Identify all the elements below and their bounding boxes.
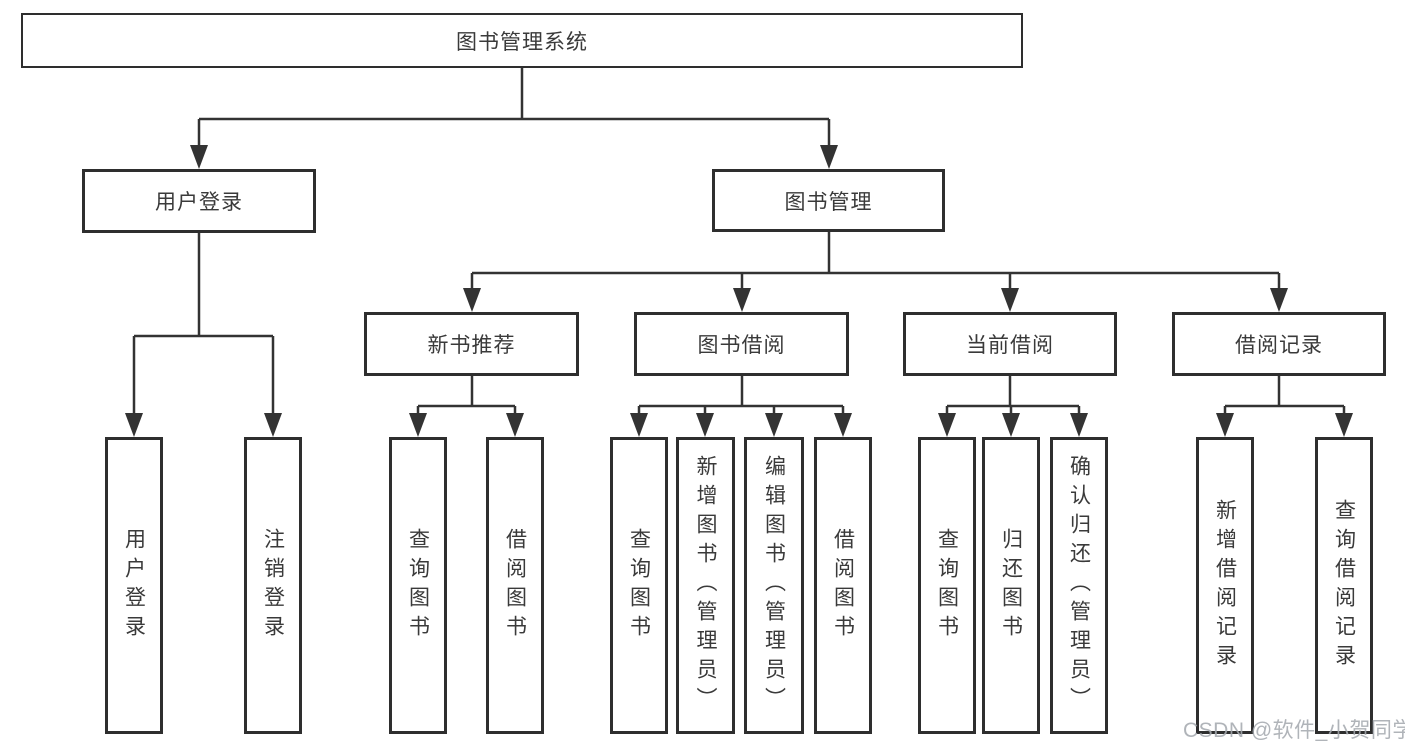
leaf-confirm-return-admin: 确认归还（管理员）: [1050, 437, 1108, 734]
connector-book-management-to-level3: [470, 232, 1281, 289]
node-book-management: 图书管理: [712, 169, 945, 232]
leaf-borrow-books: 借阅图书: [814, 437, 872, 734]
arrow-down-icon: [1002, 413, 1020, 437]
node-borrow-records-label: 借阅记录: [1235, 334, 1323, 357]
leaf-borrow-books-recommend: 借阅图书: [486, 437, 544, 734]
connector-borrow-records-to-children: [1223, 376, 1346, 414]
leaf-query-books-recommend: 查询图书: [389, 437, 447, 734]
arrowheads: [125, 145, 1353, 437]
arrow-down-icon: [1216, 413, 1234, 437]
leaf-logout: 注销登录: [244, 437, 302, 734]
leaf-query-books-borrow: 查询图书: [610, 437, 668, 734]
leaf-query-books-recommend-label: 查询图书: [406, 527, 430, 644]
arrow-down-icon: [1001, 288, 1019, 312]
leaf-edit-book-admin: 编辑图书（管理员）: [744, 437, 804, 734]
arrow-down-icon: [190, 145, 208, 169]
leaf-query-borrow-record: 查询借阅记录: [1315, 437, 1373, 734]
arrow-down-icon: [696, 413, 714, 437]
connector-book-borrow-to-children: [637, 376, 845, 414]
arrow-down-icon: [264, 413, 282, 437]
node-book-management-label: 图书管理: [784, 190, 873, 214]
arrow-down-icon: [1270, 288, 1288, 312]
leaf-query-borrow-record-label: 查询借阅记录: [1332, 498, 1356, 673]
arrow-down-icon: [1335, 413, 1353, 437]
leaf-borrow-books-label: 借阅图书: [831, 527, 855, 644]
leaf-query-books-current-label: 查询图书: [935, 527, 959, 644]
connector-root-to-level2: [197, 68, 831, 146]
csdn-watermark: CSDN @软件_小贺同学: [1183, 719, 1405, 742]
arrow-down-icon: [938, 413, 956, 437]
node-current-borrow: 当前借阅: [903, 312, 1117, 376]
leaf-query-books-borrow-label: 查询图书: [627, 527, 651, 644]
node-book-borrow-label: 图书借阅: [697, 334, 786, 357]
leaf-add-borrow-record: 新增借阅记录: [1196, 437, 1254, 734]
arrow-down-icon: [506, 413, 524, 437]
leaf-user-login: 用户登录: [105, 437, 163, 734]
connector-new-book-recommend-to-children: [416, 376, 517, 414]
node-root: 图书管理系统: [21, 13, 1023, 68]
arrow-down-icon: [765, 413, 783, 437]
leaf-return-book-label: 归还图书: [999, 527, 1023, 644]
arrow-down-icon: [409, 413, 427, 437]
arrow-down-icon: [834, 413, 852, 437]
node-root-label: 图书管理系统: [456, 30, 588, 54]
arrow-down-icon: [463, 288, 481, 312]
node-user-login-label: 用户登录: [155, 191, 243, 214]
leaf-query-books-current: 查询图书: [918, 437, 976, 734]
node-borrow-records: 借阅记录: [1172, 312, 1386, 376]
arrow-down-icon: [125, 413, 143, 437]
arrow-down-icon: [630, 413, 648, 437]
node-new-book-recommend-label: 新书推荐: [427, 334, 516, 357]
arrow-down-icon: [733, 288, 751, 312]
node-new-book-recommend: 新书推荐: [364, 312, 579, 376]
leaf-user-login-label: 用户登录: [122, 527, 146, 644]
connector-current-borrow-to-children: [945, 376, 1081, 414]
leaf-confirm-return-admin-label: 确认归还（管理员）: [1067, 455, 1091, 716]
leaf-add-book-admin-label: 新增图书（管理员）: [694, 455, 717, 716]
leaf-edit-book-admin-label: 编辑图书（管理员）: [762, 455, 786, 716]
arrow-down-icon: [1070, 413, 1088, 437]
node-user-login: 用户登录: [82, 169, 316, 233]
arrow-down-icon: [820, 145, 838, 169]
node-current-borrow-label: 当前借阅: [966, 334, 1054, 357]
connector-user-login-to-children: [132, 233, 275, 414]
leaf-logout-label: 注销登录: [261, 527, 285, 644]
node-book-borrow: 图书借阅: [634, 312, 849, 376]
leaf-add-borrow-record-label: 新增借阅记录: [1213, 498, 1237, 673]
leaf-add-book-admin: 新增图书（管理员）: [676, 437, 735, 734]
leaf-borrow-books-recommend-label: 借阅图书: [503, 527, 527, 644]
leaf-return-book: 归还图书: [982, 437, 1040, 734]
